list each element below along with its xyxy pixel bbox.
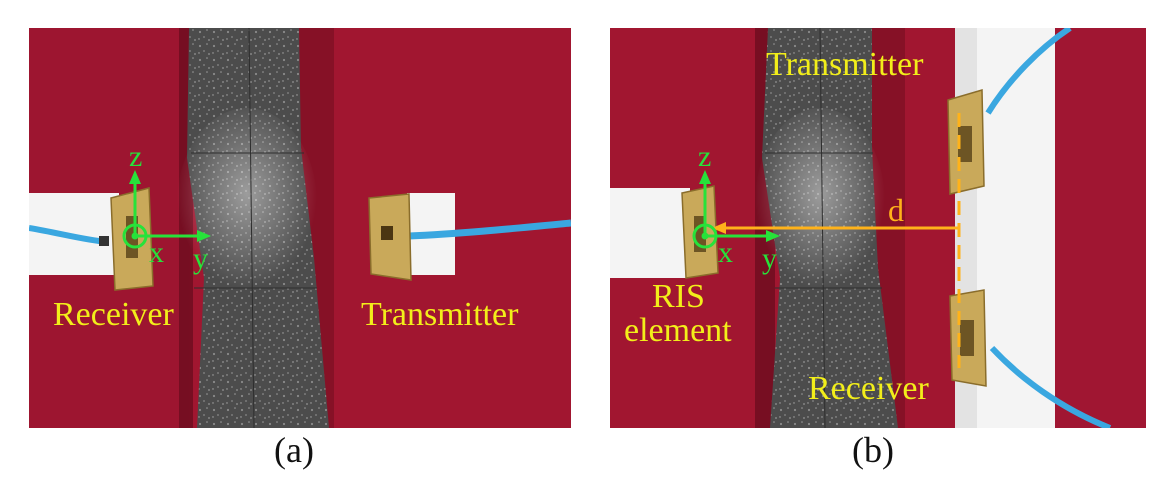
axis-z-label: z bbox=[698, 140, 712, 173]
coordinate-axes-b bbox=[692, 180, 770, 249]
coordinate-axes-a bbox=[122, 180, 201, 249]
ris-label-line2: element bbox=[624, 312, 732, 349]
receiver-label: Receiver bbox=[808, 370, 929, 407]
photo-panel-b: z x y d Transmitter Receiver RIS element bbox=[610, 28, 1146, 428]
axis-y-label: y bbox=[193, 242, 208, 275]
caption-a: (a) bbox=[274, 430, 314, 470]
photo-panel-a: z x y Receiver Transmitter bbox=[29, 28, 571, 428]
ris-foam-block bbox=[610, 188, 690, 278]
transmitter-cable bbox=[408, 219, 571, 240]
caption-b: (b) bbox=[852, 430, 894, 470]
axis-z-label: z bbox=[129, 140, 143, 173]
receiver-cable bbox=[989, 345, 1112, 428]
transmitter-cable bbox=[985, 28, 1072, 115]
distance-label: d bbox=[888, 192, 904, 228]
transmitter-label: Transmitter bbox=[361, 296, 519, 333]
photo-scene-a bbox=[29, 28, 571, 428]
axis-x-label: x bbox=[718, 236, 733, 269]
ris-label-line1: RIS bbox=[652, 278, 705, 315]
photo-scene-b bbox=[610, 28, 1146, 428]
receiver-label: Receiver bbox=[53, 296, 174, 333]
transmitter-label: Transmitter bbox=[766, 46, 924, 83]
axis-y-label: y bbox=[762, 242, 777, 275]
axis-x-label: x bbox=[149, 236, 164, 269]
